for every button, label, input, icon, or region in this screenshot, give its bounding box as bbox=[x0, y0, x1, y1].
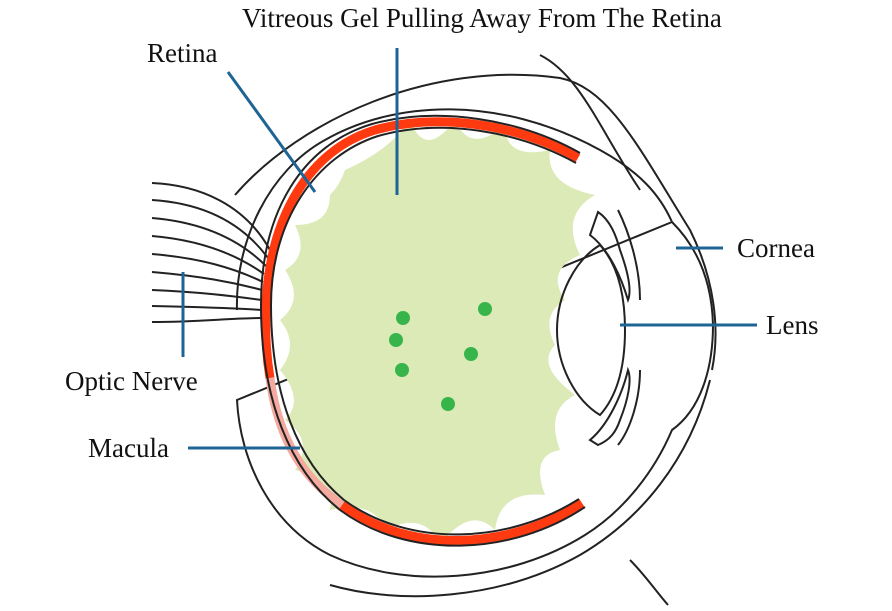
retina-inner-outline bbox=[269, 126, 580, 536]
retina-layer bbox=[261, 117, 581, 379]
floater-dot bbox=[441, 397, 455, 411]
macula-label: Macula bbox=[88, 433, 169, 463]
floater-dot bbox=[389, 333, 403, 347]
optic-nerve-fibers bbox=[151, 182, 271, 323]
optic-nerve-label: Optic Nerve bbox=[65, 366, 198, 396]
upper-eyelid-outline-inner bbox=[539, 54, 641, 191]
vitreous-label: Vitreous Gel Pulling Away From The Retin… bbox=[242, 3, 722, 33]
iris-upper bbox=[588, 210, 631, 304]
floater-dot bbox=[464, 347, 478, 361]
retina-label: Retina bbox=[147, 38, 217, 68]
vitreous-floaters bbox=[389, 302, 492, 411]
vitreous-gel bbox=[280, 120, 595, 545]
upper-eyelid-outline bbox=[234, 73, 717, 371]
lower-eyelid-outline bbox=[329, 379, 711, 598]
lens-label: Lens bbox=[766, 310, 818, 340]
floater-dot bbox=[396, 311, 410, 325]
retina-leader-line bbox=[226, 71, 317, 193]
lower-eyelid-outline-inner bbox=[629, 559, 669, 606]
floater-dot bbox=[478, 302, 492, 316]
floater-dot bbox=[395, 363, 409, 377]
leader-lines bbox=[181, 48, 757, 450]
retina-outer-outline bbox=[259, 114, 586, 547]
cornea-label: Cornea bbox=[737, 233, 815, 263]
iris-lower bbox=[588, 366, 631, 447]
retina-layer-lower bbox=[339, 499, 585, 545]
lens bbox=[555, 243, 627, 417]
ciliary-outline bbox=[617, 209, 641, 446]
